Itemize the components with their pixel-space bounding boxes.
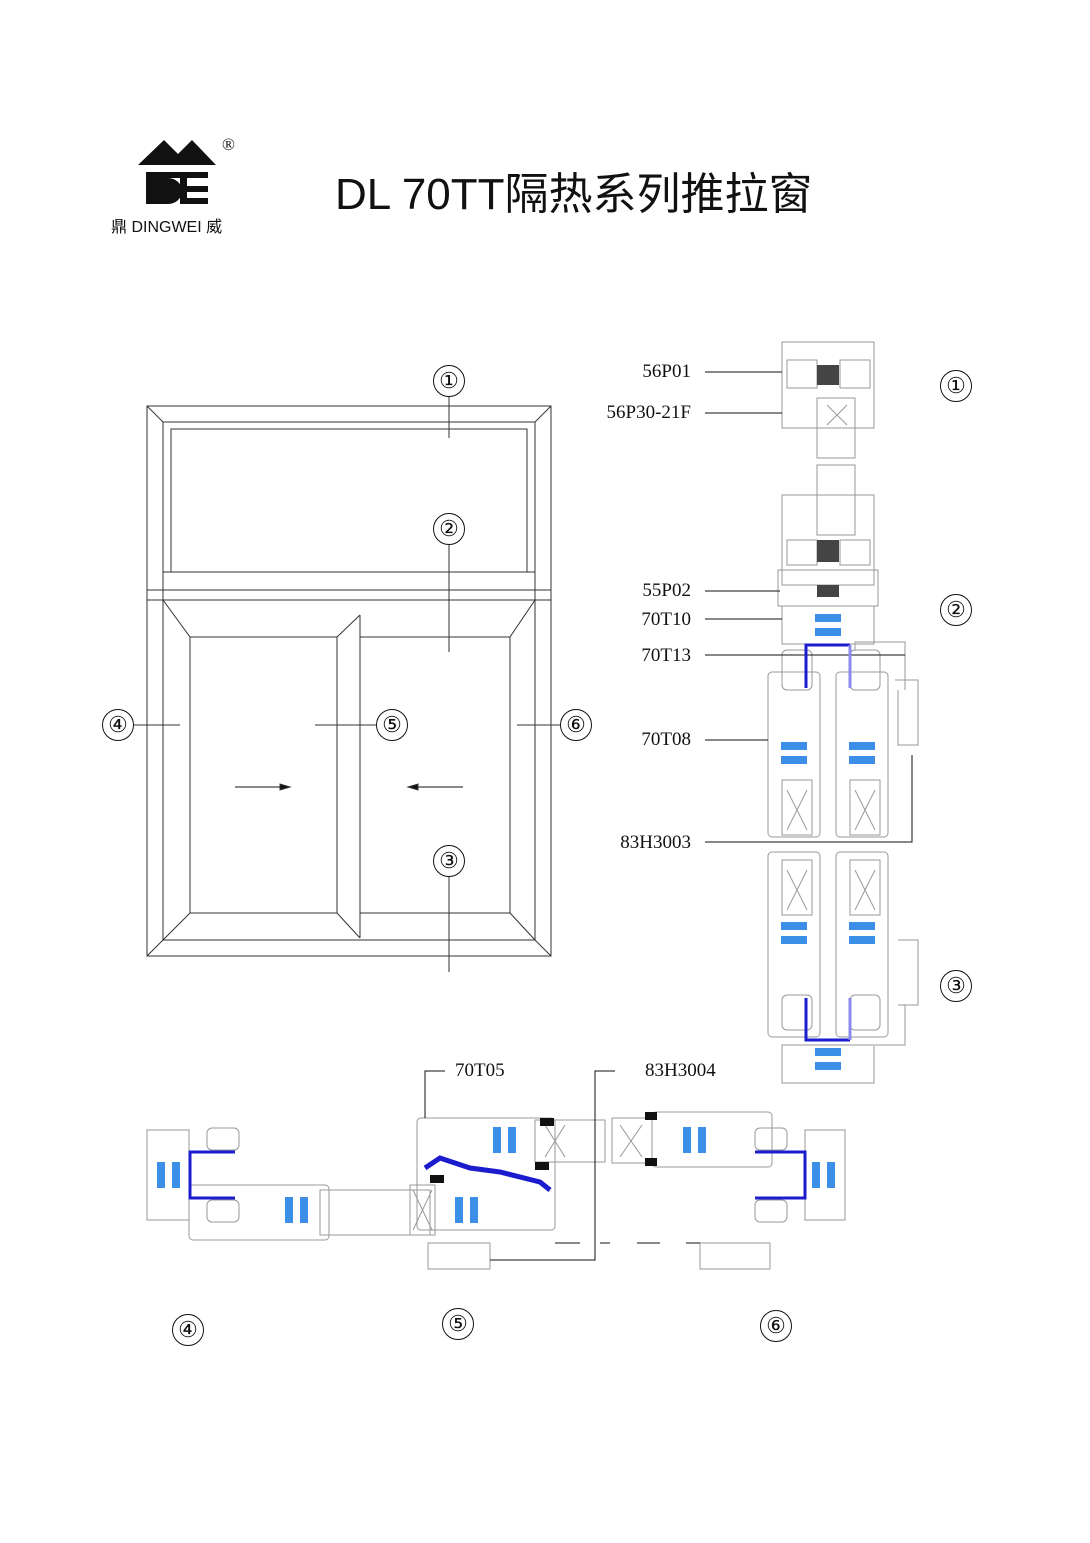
vertical-section [705,341,919,1084]
thermal-breaks [781,614,875,1070]
part-label-70t10: 70T10 [641,609,691,630]
part-label-70t05: 70T05 [455,1060,505,1081]
logo-text: 鼎 DINGWEI 威 [111,219,223,236]
marker-3: ③ [433,845,465,877]
marker-1: ① [433,365,465,397]
thermal-breaks [157,1127,835,1223]
section-marker-5: ⑤ [442,1308,474,1340]
part-label-83h3003: 83H3003 [620,832,691,853]
logo-mark [138,140,216,204]
part-label-83h3004: 83H3004 [645,1060,716,1081]
page-title: DL 70TT隔热系列推拉窗 [335,170,813,219]
registered-mark: ® [222,135,235,154]
window-elevation [134,395,560,972]
section-marker-3: ③ [940,970,972,1002]
section-marker-1: ① [940,370,972,402]
part-label-56p01: 56P01 [642,361,691,382]
marker-6: ⑥ [560,709,592,741]
part-label-55p02: 55P02 [642,580,691,601]
marker-2: ② [433,513,465,545]
section-marker-4: ④ [172,1314,204,1346]
part-label-70t08: 70T08 [641,729,691,750]
section-marker-2: ② [940,594,972,626]
marker-4: ④ [102,709,134,741]
marker-5: ⑤ [376,709,408,741]
section-marker-6: ⑥ [760,1310,792,1342]
part-label-70t13: 70T13 [641,645,691,666]
horizontal-section [146,1070,846,1270]
part-label-56p30-21f: 56P30-21F [606,402,691,423]
